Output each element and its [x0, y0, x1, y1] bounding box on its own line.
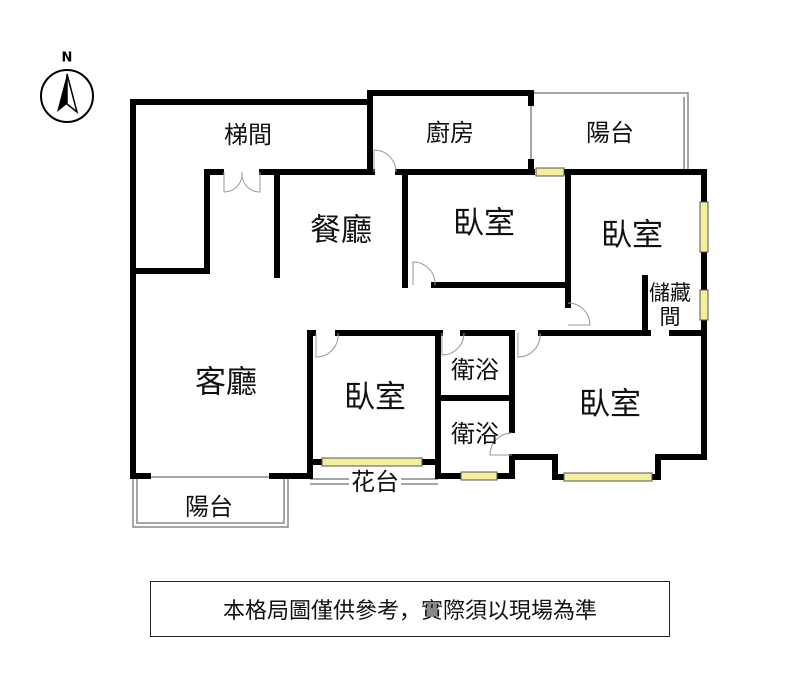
room-dining: 餐廳 [310, 212, 372, 249]
room-balcony-bottom: 陽台 [185, 493, 233, 521]
room-bedroom-master: 臥室 [579, 386, 641, 423]
room-stairwell: 梯間 [224, 121, 272, 149]
compass-icon [40, 69, 94, 123]
room-living: 客廳 [195, 364, 257, 401]
doors [223, 149, 591, 456]
room-bath-upper: 衛浴 [451, 356, 499, 384]
disclaimer-box: 本格局圖僅供參考，實際須以現場為準 [150, 581, 670, 637]
room-balcony-top: 陽台 [586, 119, 634, 147]
balcony-outlines [132, 92, 689, 528]
room-bedroom-right: 臥室 [601, 217, 663, 254]
windows [321, 167, 709, 482]
room-storage: 儲藏間 [649, 280, 691, 329]
compass-north-label: N [61, 50, 73, 66]
room-bedroom-small: 臥室 [344, 379, 406, 416]
room-bath-lower: 衛浴 [451, 420, 499, 448]
room-bedroom-center: 臥室 [453, 205, 515, 242]
room-kitchen: 廚房 [426, 119, 474, 147]
planter-label: 花台 [349, 468, 401, 496]
